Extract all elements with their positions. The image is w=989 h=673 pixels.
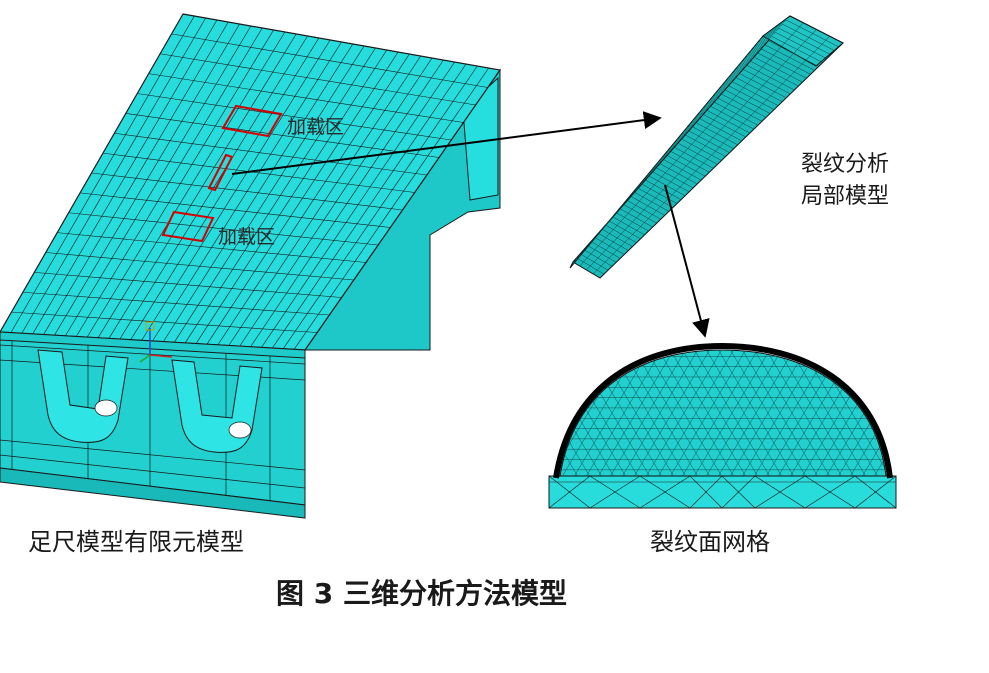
u-rib-cutout-1 (37, 349, 129, 443)
local-beam-mesh (572, 19, 840, 275)
arrow-to-crack-mesh (664, 184, 710, 338)
crack-front-outline (553, 342, 893, 479)
load-zone-box-1 (221, 104, 283, 138)
figure-caption: 图 3 三维分析方法模型 (276, 577, 567, 610)
arrow-to-local-model (231, 111, 662, 175)
crack-face-mesh (548, 342, 897, 509)
crack-location-marker (207, 153, 234, 192)
crack-local-label-line1: 裂纹分析 (801, 152, 890, 177)
bottom-flange (0, 467, 306, 519)
deck-mesh-grid (10, 15, 489, 350)
full-model-caption: 足尺模型有限元模型 (28, 528, 244, 556)
connector-arrows (231, 111, 710, 338)
deck-edge (0, 331, 306, 359)
load-zone-label-2: 加载区 (218, 226, 276, 248)
load-zone-label-1: 加载区 (287, 116, 345, 138)
coordinate-axis-triad-icon (139, 321, 173, 363)
load-zone-box-2 (161, 210, 215, 243)
full-scale-model (0, 13, 502, 519)
crack-mesh-base-strip (548, 475, 897, 509)
crack-half-ellipse (559, 349, 887, 477)
scallop-1 (94, 399, 118, 417)
scallop-2 (228, 421, 252, 439)
crack-mesh-caption: 裂纹面网格 (650, 528, 770, 556)
crack-local-model (569, 15, 844, 279)
crack-local-label-line2: 局部模型 (801, 184, 890, 209)
